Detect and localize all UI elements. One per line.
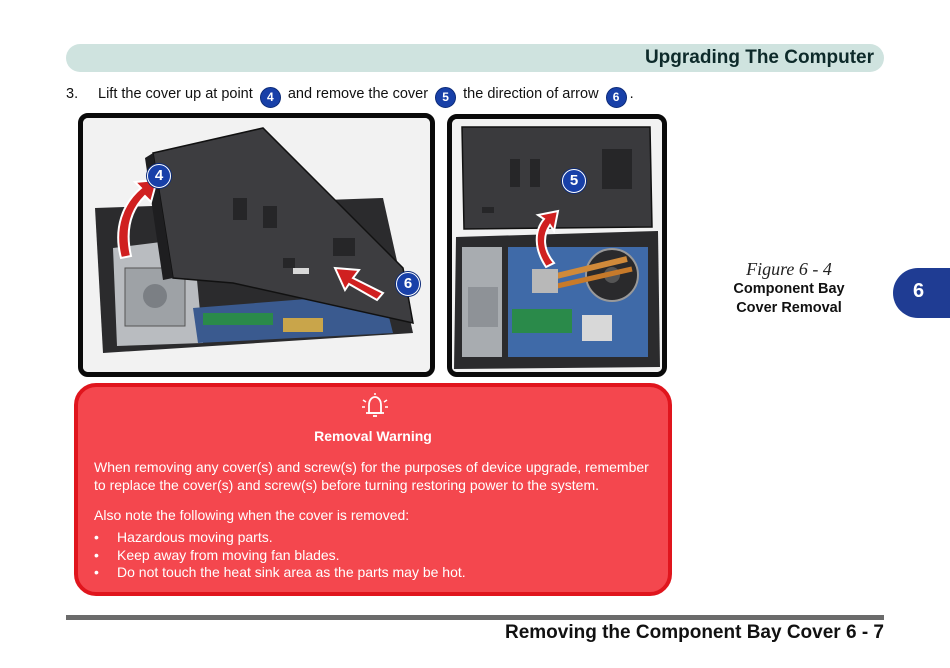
step-text-d: . <box>629 86 634 102</box>
laptop-cover-lift-illustration <box>83 118 430 372</box>
warning-list: •Hazardous moving parts. •Keep away from… <box>94 529 466 582</box>
point-badge-4: 4 <box>259 87 281 108</box>
step-number: 3. <box>66 86 79 102</box>
chapter-number: 6 <box>913 280 925 302</box>
step-text-b: and remove the cover <box>287 86 429 102</box>
list-item: •Keep away from moving fan blades. <box>94 546 340 563</box>
footer-title: Removing the Component Bay Cover 6 - 7 <box>504 622 884 643</box>
photo-badge-4: 4 <box>147 164 171 188</box>
warning-paragraph-1: When removing any cover(s) and screw(s) … <box>94 459 649 493</box>
photo-cover-lift: 4 6 <box>78 113 435 377</box>
photo-badge-6: 6 <box>396 272 420 296</box>
photo-badge-5: 5 <box>562 169 586 193</box>
figure-caption: Figure 6 - 4 Component Bay Cover Removal <box>714 259 864 318</box>
step-instruction: 3. Lift the cover up at point 4 and remov… <box>66 86 634 108</box>
header-bar: Upgrading The Computer <box>66 44 884 72</box>
caption-line-1: Component Bay <box>733 281 845 297</box>
step-text-c: the direction of arrow <box>463 86 599 102</box>
point-badge-6: 6 <box>605 87 627 108</box>
caption-line-2: Cover Removal <box>736 300 842 316</box>
point-badge-5: 5 <box>435 87 457 108</box>
footer-rule <box>66 615 884 620</box>
step-text-a: Lift the cover up at point <box>98 86 253 102</box>
header-title: Upgrading The Computer <box>644 47 874 68</box>
list-item: •Do not touch the heat sink area as the … <box>94 564 466 580</box>
list-item: •Hazardous moving parts. <box>94 529 273 545</box>
laptop-cover-removed-illustration <box>452 119 662 372</box>
photo-cover-removed: 5 <box>447 114 667 377</box>
removal-warning-box: Removal Warning When removing any cover(… <box>74 383 672 596</box>
alarm-bell-icon <box>362 393 388 417</box>
chapter-tab: 6 <box>893 268 950 318</box>
warning-title: Removal Warning <box>314 428 432 444</box>
figure-label: Figure 6 - 4 <box>746 259 832 279</box>
warning-paragraph-2: Also note the following when the cover i… <box>94 507 410 523</box>
